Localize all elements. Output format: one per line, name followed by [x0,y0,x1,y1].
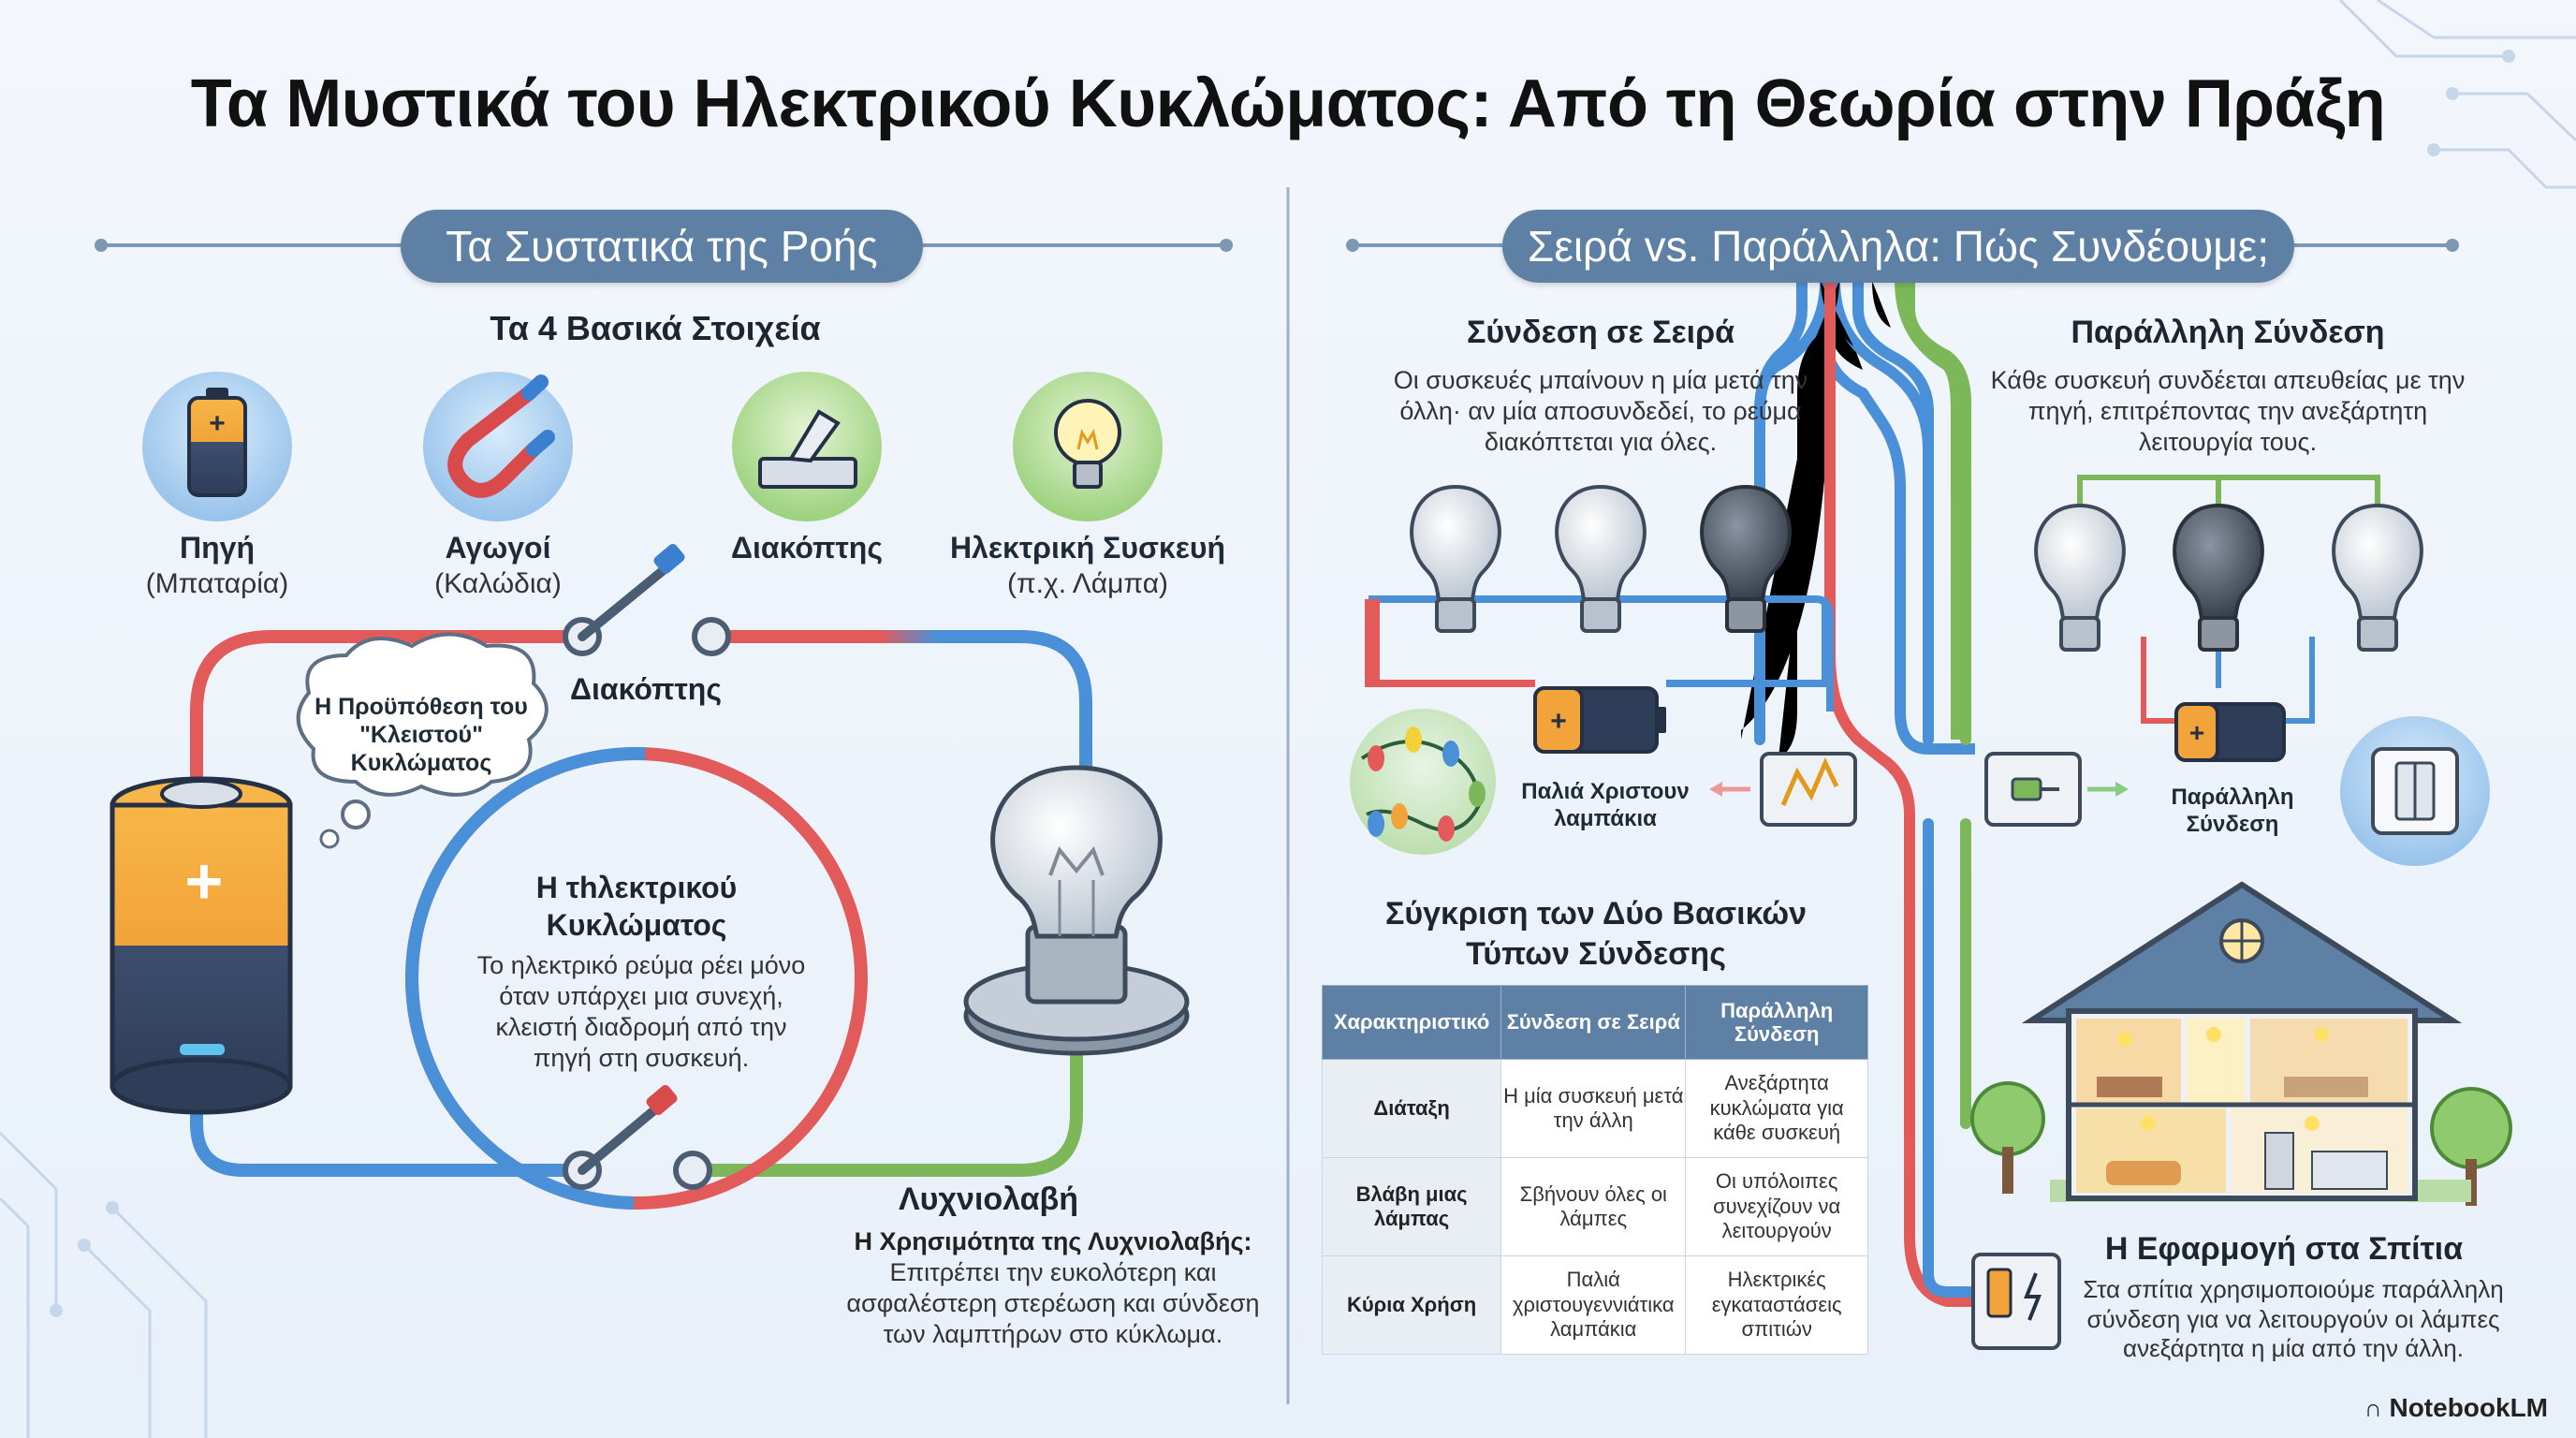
series-bulb-2-icon [1555,484,1647,633]
parallel-bulb-3-icon [2332,503,2423,652]
home-text: Στα σπίτια χρησιμοποιούμε παράλληλη σύνδ… [2083,1275,2504,1363]
junction-box-series-icon [1760,752,1857,827]
table-cell: Η μία συσκευή μετά την άλλη [1500,1059,1687,1158]
comparison-title: Σύγκριση των Δύο Βασικών Τύπων Σύνδεσης [1384,896,1808,972]
svg-text:+: + [185,844,224,917]
wall-switch-icon [2340,716,2490,866]
parallel-bulb-1-icon [2034,503,2126,652]
table-header-feature: Χαρακτηριστικό [1321,985,1502,1060]
center-text: Το ηλεκτρικό ρεύμα ρέει μόνο όταν υπάρχε… [476,951,806,1072]
lamp-with-holder-icon [963,765,1190,1056]
section-header-left: Τα Συστατικά της Ροής [401,210,923,283]
switch-label: Διακόπτης [570,672,722,706]
table-cell: Διάταξη [1321,1059,1502,1158]
parallel-text: Κάθε συσκευή συνδέεται απευθείας με την … [1990,366,2466,456]
component-conductors-name: Αγωγοί [445,531,551,565]
brand-name: NotebookLM [2389,1393,2548,1422]
table-header-series: Σύνδεση σε Σειρά [1500,985,1687,1060]
parallel-bulb-2-icon [2173,503,2264,652]
lampholder-description: Η Χρησιμότητα της Λυχνιολαβής: Επιτρέπει… [824,1226,1282,1350]
christmas-lights-label: Παλιά Χριστουν λαμπάκια [1521,779,1690,831]
table-header-row: Χαρακτηριστικό Σύνδεση σε Σειρά Παράλληλ… [1321,985,1868,1060]
table-cell: Παλιά χριστουγεννιάτικα λαμπάκια [1500,1255,1687,1355]
big-battery-icon: + [110,776,293,1115]
table-cell: Ανεξάρτητα κυκλώματα για κάθε συσκευή [1685,1059,1868,1158]
component-switch-name: Διακόπτης [731,531,883,565]
parallel-battery-icon: + [2174,702,2286,762]
table-cell: Οι υπόλοιπες συνεχίζουν να λειτουργούν [1685,1157,1868,1256]
comparison-table: Χαρακτηριστικό Σύνδεση σε Σειρά Παράλληλ… [1321,985,1868,1355]
component-source-name: Πηγή [180,531,255,565]
lampholder-text: Επιτρέπει την ευκολότερη και ασφαλέστερη… [846,1257,1260,1348]
series-title: Σύνδεση σε Σειρά [1466,315,1735,350]
table-cell: Κύρια Χρήση [1321,1255,1502,1355]
component-device: Ηλεκτρική Συσκευή (π.χ. Λάμπα) [929,529,1247,602]
table-cell: Ηλεκτρικές εγκαταστάσεις σπιτιών [1685,1255,1868,1355]
svg-text:+: + [1550,706,1567,737]
house-power-panel-icon [1971,1253,2061,1350]
brand-icon: ∩ [2364,1394,2382,1422]
table-row: Διάταξη Η μία συσκευή μετά την άλλη Ανεξ… [1321,1059,1868,1158]
svg-text:+: + [2189,718,2204,747]
battery-icon: + [142,372,292,521]
parallel-connection-label: Παράλληλη Σύνδεση [2171,785,2294,837]
section-header-right: Σειρά vs. Παράλληλα: Πώς Συνδέουμε; [1502,210,2294,283]
component-source-sub: (Μπαταρία) [145,568,289,599]
table-row: Βλάβη μιας λάμπας Σβήνουν όλες οι λάμπες… [1321,1157,1868,1256]
series-text: Οι συσκευές μπαίνουν η μία μετά την όλλη… [1393,366,1808,456]
table-cell: Βλάβη μιας λάμπας [1321,1157,1502,1256]
component-source: Πηγή (Μπαταρία) [77,529,358,602]
thought-bubble-text: Η Προϋπόθεση του "Κλειστού" Κυκλώματος [315,694,528,776]
home-title: Η Εφαρμογή στα Σπίτια [2104,1231,2464,1267]
wire-icon [423,372,573,521]
christmas-lights-icon [1350,709,1496,855]
lightbulb-icon [1013,372,1163,521]
page-title: Τα Μυστικά του Ηλεκτρικού Κυκλώματος: Απ… [190,66,2386,141]
lampholder-lead: Η Χρησιμότητα της Λυχνιολαβής: [854,1227,1252,1255]
switch-icon [732,372,882,521]
lampholder-title: Λυχνιολαβή [899,1181,1079,1217]
junction-box-parallel-icon [1984,752,2082,827]
component-conductors-sub: (Καλώδια) [434,568,562,599]
table-cell: Σβήνουν όλες οι λάμπες [1500,1157,1687,1256]
series-battery-icon: + [1533,686,1666,754]
brand-logo: ∩ NotebookLM [2364,1393,2548,1423]
series-bulb-3-icon [1700,484,1792,633]
table-header-parallel: Παράλληλη Σύνδεση [1685,985,1868,1060]
svg-text:+: + [209,408,226,439]
series-bulb-1-icon [1410,484,1501,633]
center-title: Η τhλεκτρικού Κυκλώματος [535,871,738,942]
thought-bubble [296,632,549,849]
components-subheader: Τα 4 Βασικά Στοιχεία [490,309,821,347]
parallel-title: Παράλληλη Σύνδεση [2071,315,2385,350]
component-device-sub: (π.χ. Λάμπα) [1006,568,1169,599]
component-conductors: Αγωγοί (Καλώδια) [358,529,638,602]
component-switch: Διακόπτης [666,529,947,566]
component-device-name: Ηλεκτρική Συσκευή [949,531,1226,565]
table-row: Κύρια Χρήση Παλιά χριστουγεννιάτικα λαμπ… [1321,1255,1868,1355]
house-illustration [1970,881,2512,1206]
